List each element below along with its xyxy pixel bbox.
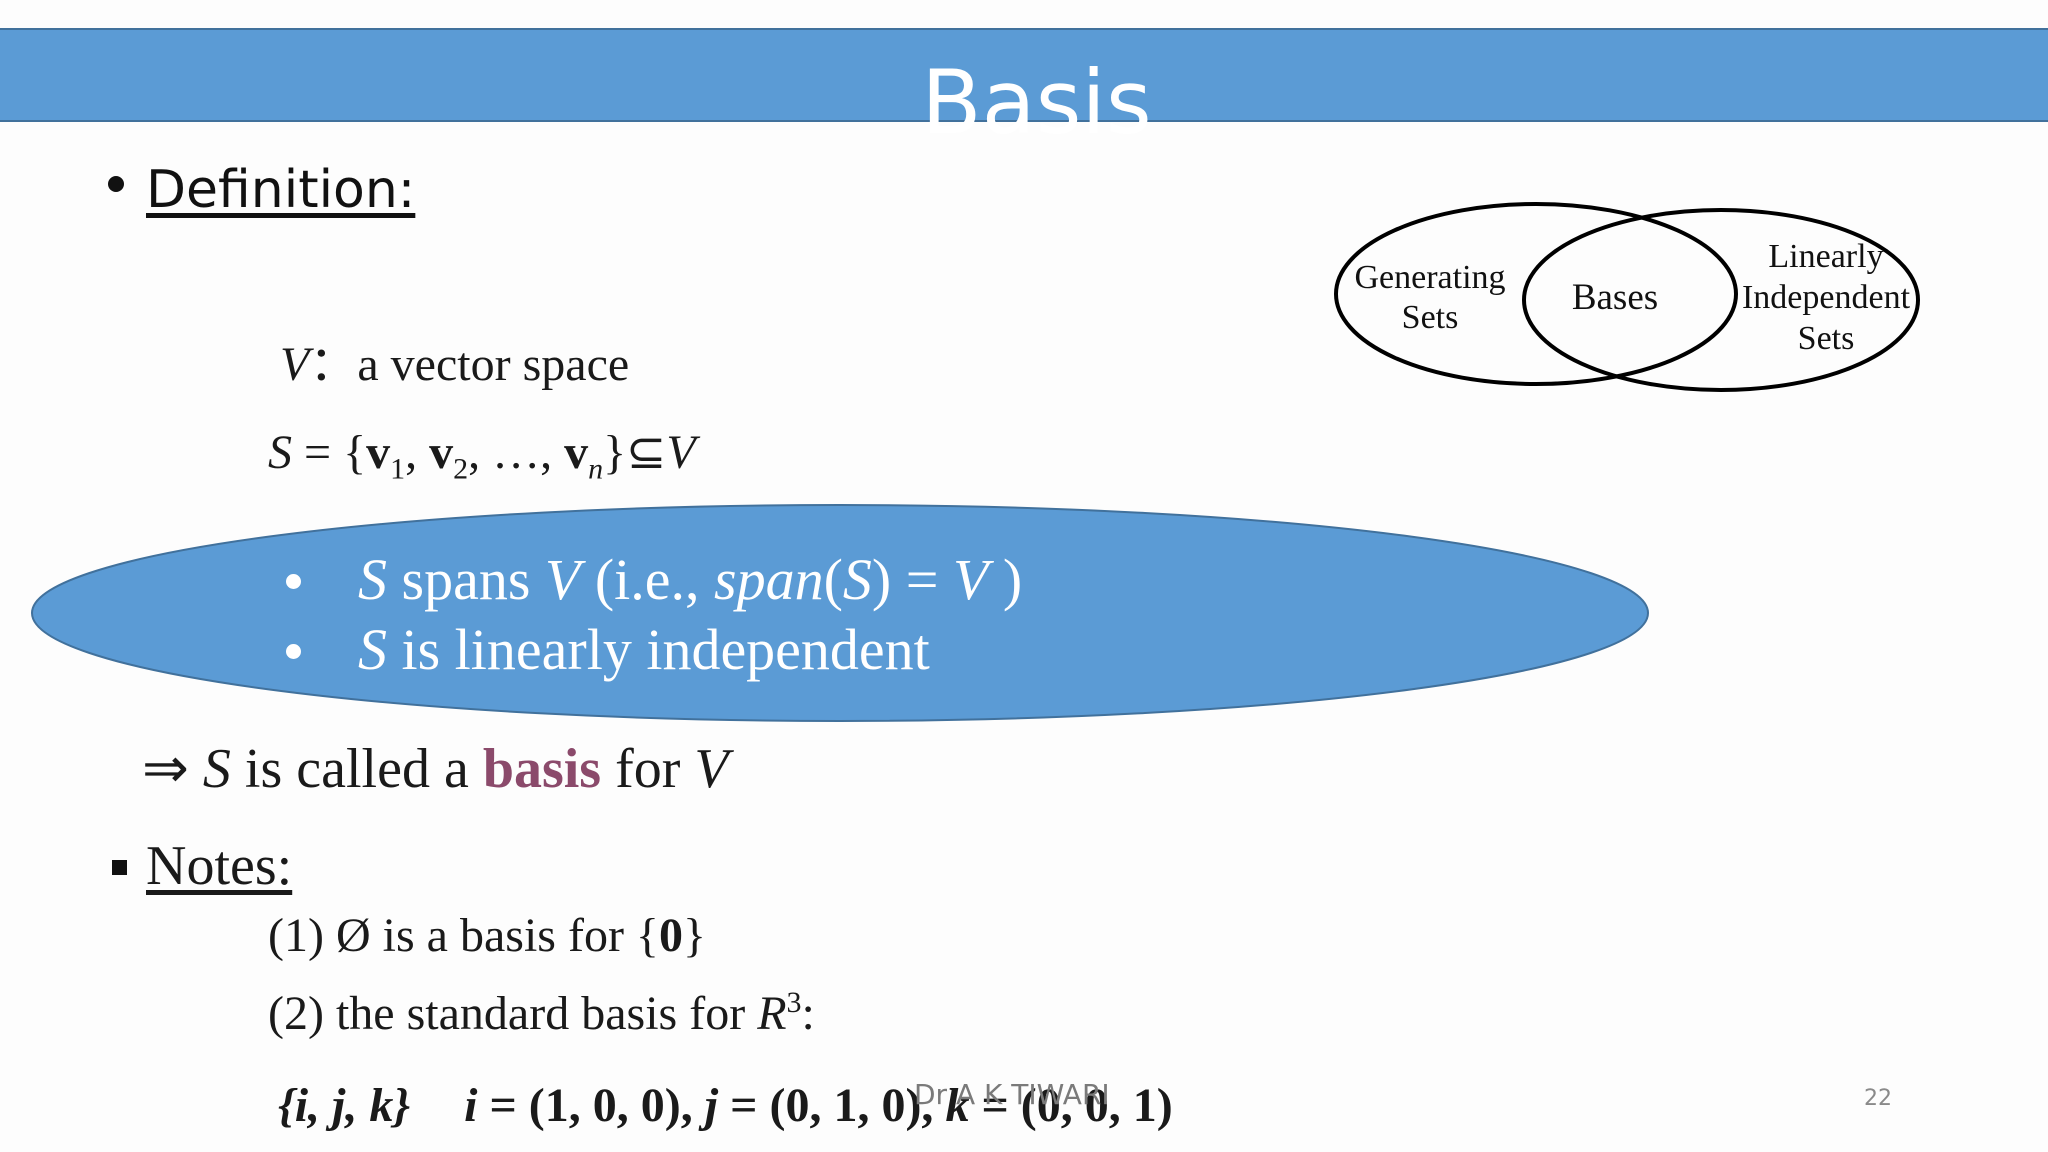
basis-word: basis	[482, 738, 602, 800]
generating-sets-ellipse	[1334, 202, 1738, 386]
s-sep1: ,	[405, 426, 430, 479]
venn-right-line2: Independent	[1741, 279, 1911, 316]
note3-j-val: = (0, 1, 0),	[718, 1079, 946, 1132]
note3-k: k	[945, 1079, 970, 1132]
note3-set: {i, j, k}	[278, 1079, 411, 1132]
s-symbol: S	[268, 426, 292, 479]
vector-space-line: V：a vector space	[280, 324, 629, 394]
venn-right-label: Linearly Independent Sets	[1736, 236, 1916, 359]
page-number: 22	[1864, 1086, 1892, 1111]
s-close: }⊆	[603, 426, 667, 479]
note-3: {i, j, k} i = (1, 0, 0), j = (0, 1, 0), k…	[278, 1078, 1173, 1133]
note2-R: R	[757, 987, 787, 1040]
cond1-bullet-icon	[286, 574, 301, 589]
s-v2: v	[429, 426, 454, 479]
notes-heading: Notes:	[146, 835, 293, 897]
note1-post: }	[682, 909, 707, 962]
s-v1: v	[366, 426, 391, 479]
note3-k-val: = (0, 0, 1)	[969, 1079, 1173, 1132]
note1-zero: 0	[658, 909, 683, 962]
venn-right-line1: Linearly	[1768, 238, 1884, 275]
slide-title: Basis	[921, 51, 1152, 154]
note2-sup: 3	[786, 986, 802, 1019]
condition-spans: S spans V (i.e., span(S) = V )	[358, 546, 1022, 613]
cond1-S2: S	[842, 547, 872, 612]
note3-j: j	[704, 1079, 719, 1132]
definition-heading: Definition:	[146, 160, 416, 220]
s-sep2: , …,	[468, 426, 565, 479]
cond1-V2: V	[952, 547, 989, 612]
venn-left-line2: Sets	[1401, 299, 1459, 336]
cond1-paren-close: ) =	[871, 547, 953, 612]
s-vn: v	[564, 426, 589, 479]
bullet-icon	[108, 176, 124, 192]
called-text: is called a	[230, 738, 483, 800]
note3-i: i	[464, 1079, 478, 1132]
note1-pre: (1) Ø is a basis for {	[268, 909, 659, 962]
note2-post: :	[801, 987, 815, 1040]
note2-pre: (2) the standard basis for	[268, 987, 758, 1040]
notes-bullet-icon	[112, 860, 127, 875]
s-subn: n	[588, 452, 604, 486]
v-text: a vector space	[357, 338, 630, 391]
venn-right-line3: Sets	[1797, 320, 1855, 357]
venn-left-line1: Generating	[1354, 259, 1506, 296]
called-S: S	[202, 738, 231, 800]
basis-conclusion: ⇒ S is called a basis for V	[142, 736, 729, 801]
s-sub2: 2	[453, 452, 469, 486]
cond2-bullet-icon	[286, 644, 301, 659]
venn-left-label: Generating Sets	[1350, 258, 1510, 338]
implies-icon: ⇒	[142, 738, 203, 800]
title-bar: Basis	[0, 28, 2048, 154]
s-sub1: 1	[390, 452, 406, 486]
note3-i-val: = (1, 0, 0),	[477, 1079, 705, 1132]
v-colon: ：	[309, 338, 358, 391]
note-1: (1) Ø is a basis for {0}	[268, 908, 706, 963]
conditions-ellipse	[31, 504, 1649, 722]
v-symbol: V	[280, 338, 310, 391]
note-2: (2) the standard basis for R3:	[268, 986, 815, 1041]
venn-center-label: Bases	[1571, 277, 1659, 318]
venn-diagram	[1334, 202, 1920, 392]
footer-author: Dr A K TIWARI	[914, 1078, 1110, 1111]
cond2-S: S	[358, 617, 387, 682]
s-V: V	[666, 426, 696, 479]
cond1-paren-open: (	[823, 547, 843, 612]
cond1-end: )	[988, 547, 1023, 612]
cond1-ie: (i.e.,	[580, 547, 714, 612]
cond2-text: is linearly independent	[387, 617, 930, 682]
linearly-independent-ellipse	[1522, 208, 1920, 392]
s-eq: = {	[292, 426, 367, 479]
set-s-line: S = {v1, v2, …, vn}⊆V	[268, 424, 696, 487]
cond1-V: V	[544, 547, 581, 612]
cond1-S: S	[358, 547, 387, 612]
condition-independent: S is linearly independent	[358, 616, 930, 683]
called-for: for	[601, 738, 695, 800]
called-V: V	[694, 738, 729, 800]
cond1-text: spans	[387, 547, 545, 612]
cond1-span: span	[714, 547, 824, 612]
